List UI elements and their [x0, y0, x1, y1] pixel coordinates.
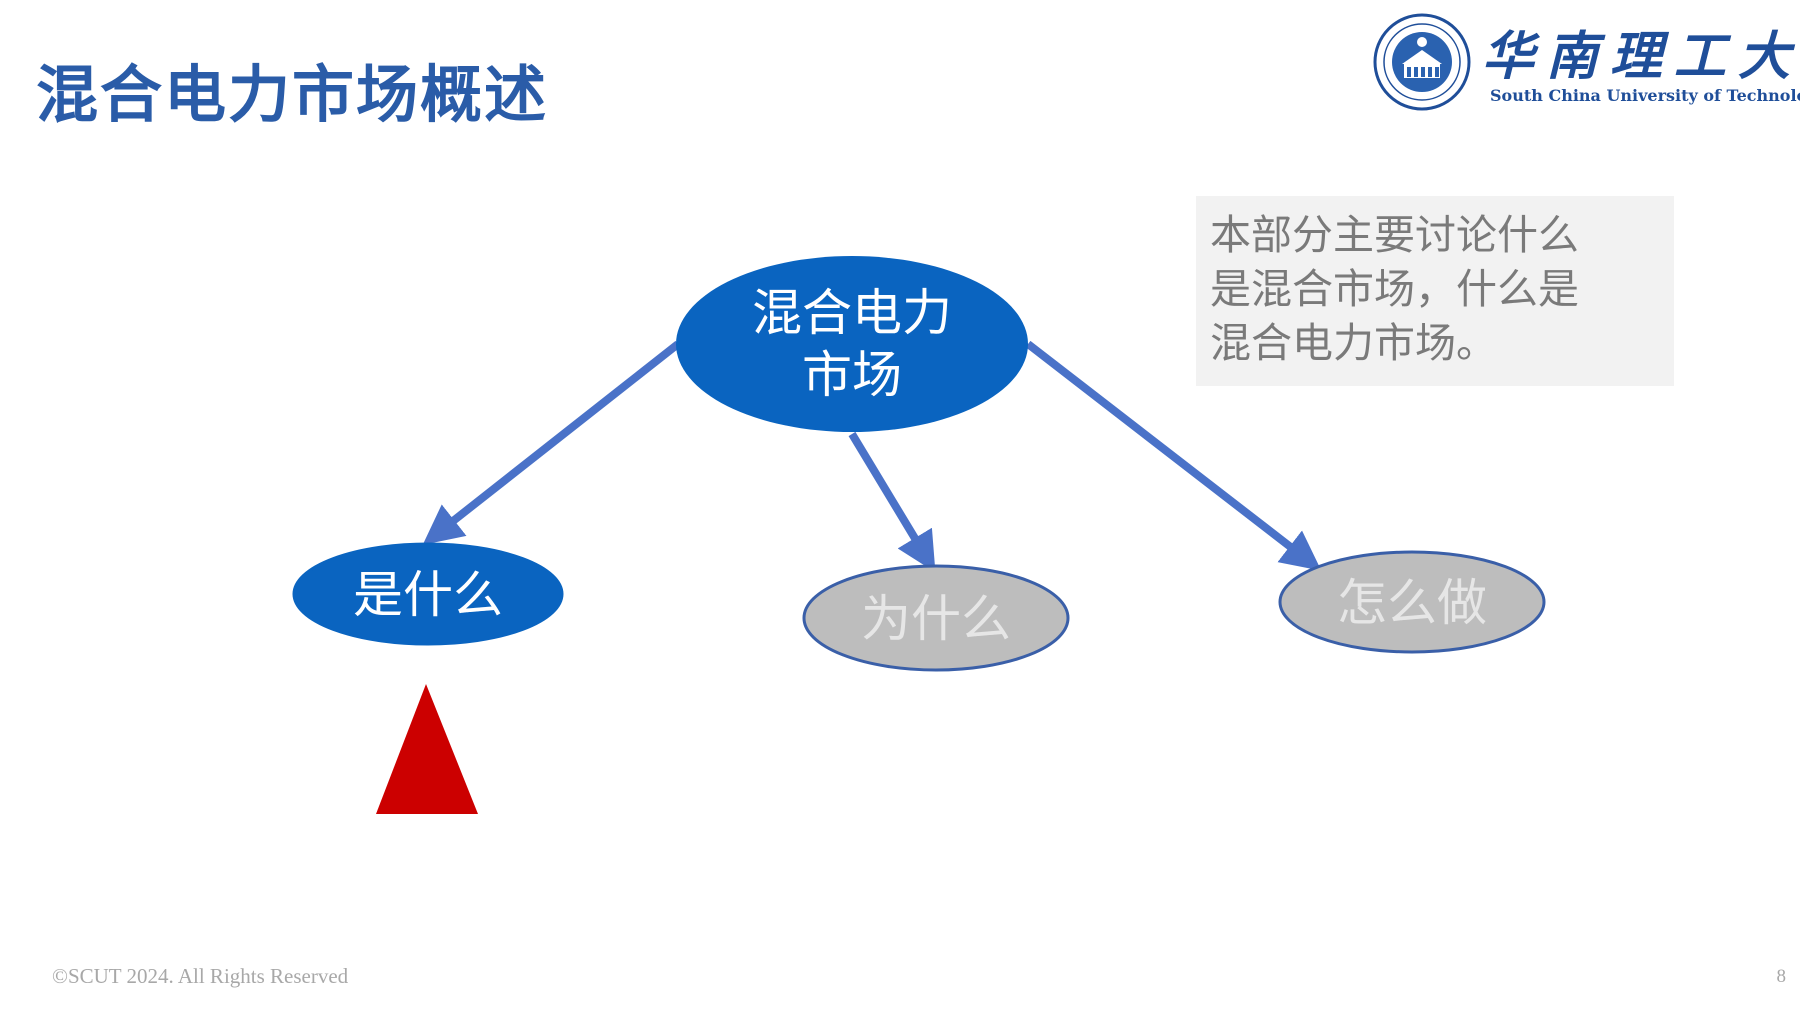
- red-pointer-triangle-icon: [376, 684, 478, 814]
- slide-title: 混合电力市场概述: [36, 58, 549, 131]
- arrow-to-how: [1025, 340, 1322, 571]
- root-node: 混合电力 市场: [676, 256, 1028, 432]
- university-name-cn: 华南理工大学: [1482, 26, 1800, 87]
- university-name-en: South China University of Technology: [1490, 86, 1800, 105]
- university-seal-icon: [1373, 13, 1471, 111]
- root-label-line: 市场: [802, 346, 902, 404]
- child-node-how: 怎么做: [1278, 550, 1546, 654]
- child-node-why: 为什么: [802, 564, 1070, 672]
- footer-copyright: ©SCUT 2024. All Rights Reserved: [52, 964, 349, 988]
- university-logo: 华南理工大学 South China University of Technol…: [1372, 12, 1800, 120]
- child-label: 怎么做: [1337, 574, 1487, 632]
- page-number: 8: [1776, 966, 1787, 987]
- note-box: 本部分主要讨论什么 是混合市场，什么是 混合电力市场。: [1196, 196, 1674, 386]
- note-line: 混合电力市场。: [1210, 319, 1497, 367]
- child-label: 是什么: [353, 566, 503, 624]
- note-line: 本部分主要讨论什么: [1210, 211, 1579, 259]
- arrow-to-what: [422, 340, 681, 545]
- note-line: 是混合市场，什么是: [1210, 265, 1579, 313]
- root-label-line: 混合电力: [752, 284, 952, 342]
- arrow-to-why: [848, 431, 936, 573]
- child-label: 为什么: [861, 590, 1011, 648]
- child-node-what: 是什么: [292, 542, 564, 646]
